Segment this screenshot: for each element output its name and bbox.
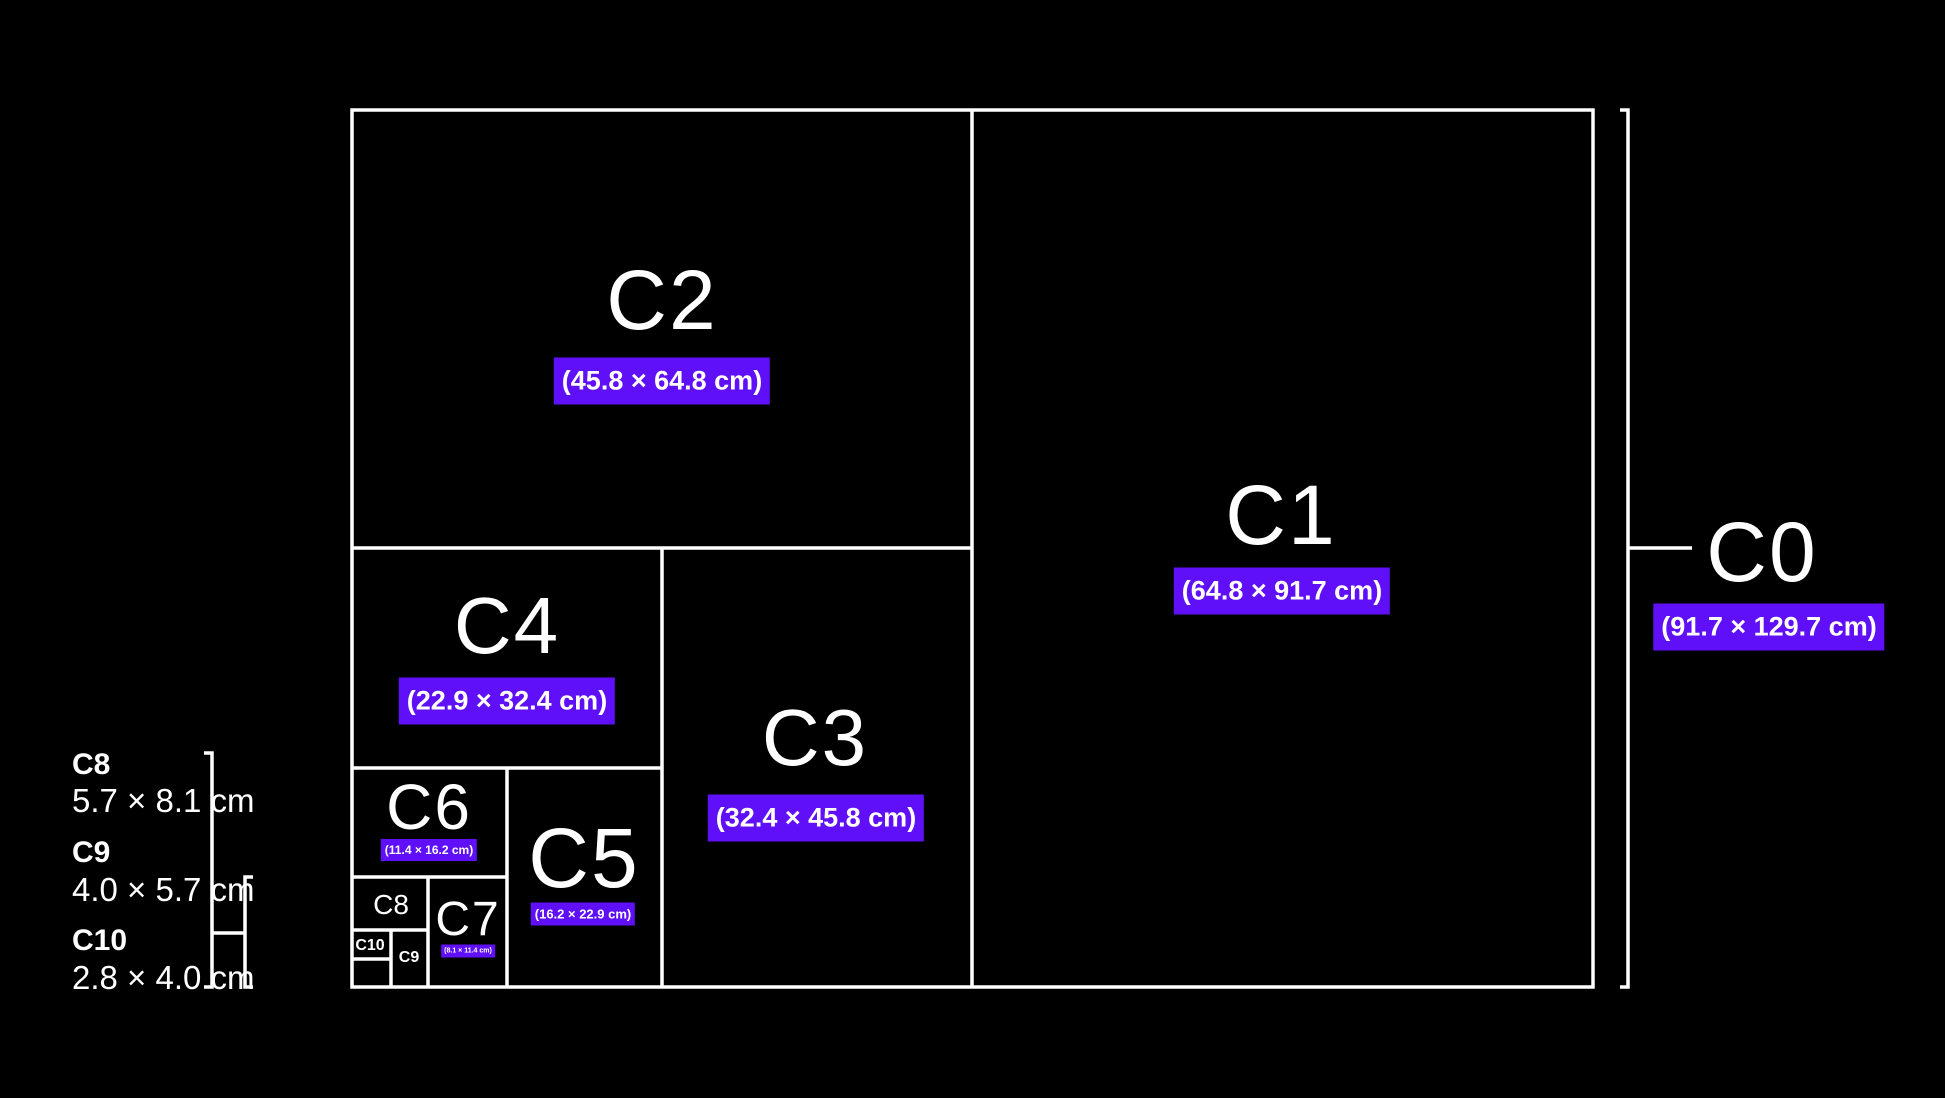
- c4-label: C4: [453, 581, 561, 670]
- legend-c8-name: C8: [72, 748, 111, 781]
- legend-c10-size: 2.8 × 4.0 cm: [72, 959, 255, 996]
- c7-label: C7: [435, 893, 501, 946]
- c0-bracket: [1620, 108, 1630, 989]
- c1-label: C1: [1225, 468, 1337, 562]
- c0-size-badge: (91.7 × 129.7 cm): [1653, 603, 1885, 651]
- c5-size-badge: (16.2 × 22.9 cm): [530, 902, 636, 926]
- legend-c9-name: C9: [72, 836, 111, 869]
- small-sheets-bracket: [243, 875, 253, 989]
- legend-c10-name: C10: [72, 924, 128, 957]
- c1-size-badge: (64.8 × 91.7 cm): [1173, 567, 1391, 615]
- c8-label: C8: [373, 889, 409, 920]
- c6-size-badge: (11.4 × 16.2 cm): [380, 839, 478, 861]
- c4-size-badge: (22.9 × 32.4 cm): [398, 677, 616, 725]
- c3-label: C3: [761, 693, 869, 782]
- c3-size-badge: (32.4 × 45.8 cm): [707, 794, 925, 842]
- c9-label: C9: [398, 949, 420, 966]
- c6-label: C6: [386, 771, 472, 843]
- c0-label: C0: [1706, 505, 1818, 599]
- c10-label: C10: [355, 937, 385, 954]
- legend-bracket: [204, 751, 214, 989]
- c5-label: C5: [528, 811, 640, 905]
- c7-size-badge: (8.1 × 11.4 cm): [441, 944, 495, 958]
- legend-c9-size: 4.0 × 5.7 cm: [72, 871, 255, 908]
- legend-c8-size: 5.7 × 8.1 cm: [72, 782, 255, 819]
- c2-size-badge: (45.8 × 64.8 cm): [553, 357, 771, 405]
- c2-label: C2: [606, 253, 718, 347]
